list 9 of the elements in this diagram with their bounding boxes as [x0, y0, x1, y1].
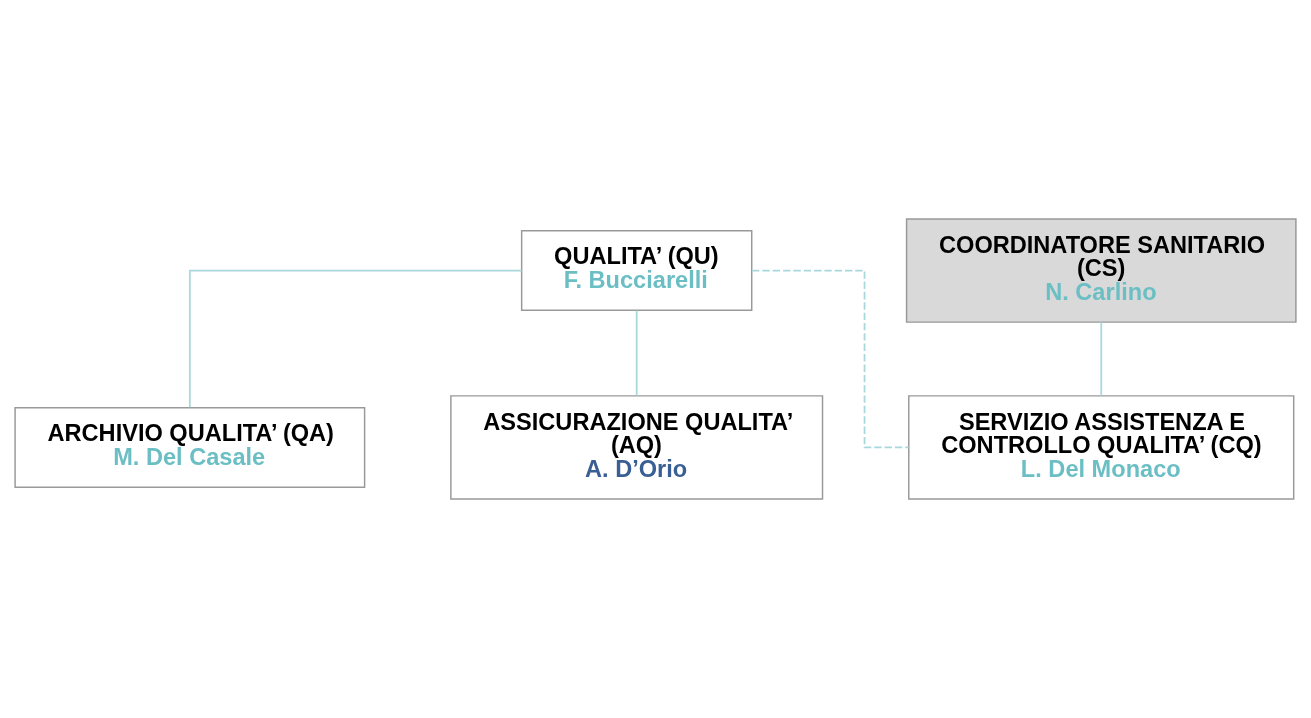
node-box: QUALITA’ (QU) F. Bucciarelli	[520, 229, 753, 312]
node-box: ARCHIVIO QUALITA’ (QA) M. Del Casale	[14, 406, 366, 489]
connector	[751, 269, 910, 449]
node-box: COORDINATORE SANITARIO (CS) N. Carlino	[905, 218, 1297, 323]
connector	[188, 269, 523, 409]
node-box: ASSICURAZIONE QUALITA’ (AQ) A. D’Orio	[450, 395, 824, 500]
node-box: SERVIZIO ASSISTENZA E CONTROLLO QUALITA’ (CQ) L. Del Monaco	[908, 395, 1295, 500]
connector	[1100, 321, 1103, 397]
connector	[635, 309, 638, 397]
